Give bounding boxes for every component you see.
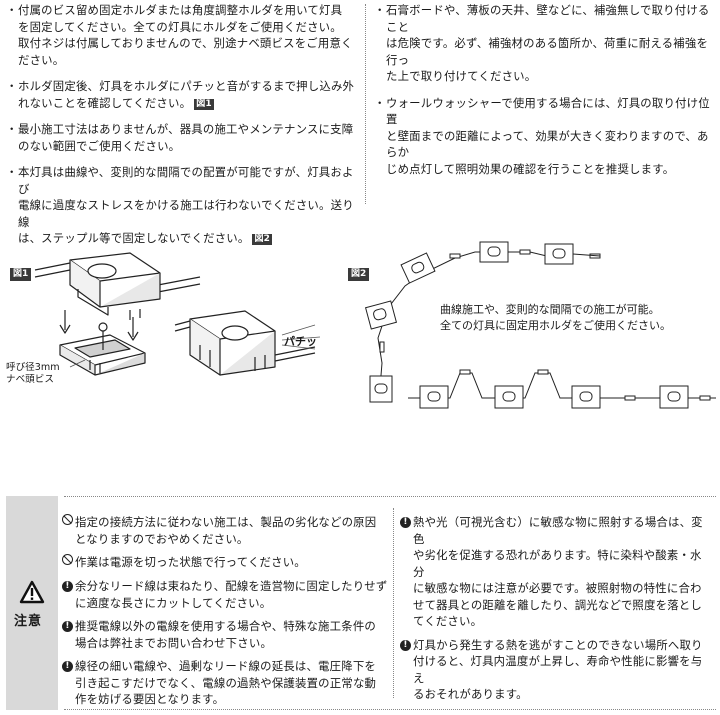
caution-text: 灯具から発生する熱を逃がすことのできない場所へ取り 付けると、灯具内温度が上昇し…: [413, 637, 703, 702]
mandatory-icon: !: [62, 658, 75, 708]
bullet-holder-fixing: ・ 付属のビス留め固定ホルダまたは角度調整ホルダを用いて灯具 を固定してください…: [6, 2, 356, 68]
bullet-marker: ・: [6, 122, 18, 136]
figure-ref-tag: 図1: [194, 98, 214, 110]
mandatory-icon: !: [62, 618, 75, 651]
caution-section: 注意: [6, 496, 716, 710]
bullet-text: 石膏ボードや、薄板の天井、壁などに、補強無しで取り付けること は危険です。必ず、…: [386, 3, 710, 83]
mandatory-icon: !: [400, 514, 413, 630]
caution-item: ! 余分なリード線は束ねたり、配線を造営物に固定したりせず に適度な長さにカット…: [62, 578, 392, 611]
caution-item: ! 推奨電線以外の電線を使用する場合や、特殊な施工条件の 場合は弊社までお問い合…: [62, 618, 392, 651]
caution-item: ! 熱や光（可視光含む）に敏感な物に照射する場合は、変色 や劣化を促進する恐れが…: [400, 514, 712, 630]
bullet-marker: ・: [374, 3, 386, 17]
figure-ref-tag: 図2: [252, 234, 273, 245]
figure2-label: 図2: [348, 268, 370, 281]
bullet-marker: ・: [6, 165, 18, 179]
caution-item: ! 灯具から発生する熱を逃がすことのできない場所へ取り 付けると、灯具内温度が上…: [400, 637, 712, 703]
mandatory-icon: !: [62, 578, 75, 611]
bullet-text-wrap: ホルダ固定後、灯具をホルダにパチッと音がするまで押し込み外 れないことを確認して…: [18, 78, 356, 111]
bullet-marker: ・: [6, 79, 18, 93]
bullet-curve-install: ・ 本灯具は曲線や、変則的な間隔での配置が可能ですが、灯具および 電線に過度なス…: [6, 164, 356, 247]
bullet-marker: ・: [6, 3, 18, 17]
bullet-wall-washer: ・ ウォールウォッシャーで使用する場合には、灯具の取り付け位置 と壁面までの距離…: [374, 95, 716, 178]
caution-text: 指定の接続方法に従わない施工は、製品の劣化などの原因 となりますのでおやめくださ…: [75, 515, 377, 546]
caution-item: 作業は電源を切った状態で行ってください。: [62, 554, 392, 571]
warning-triangle-icon: [19, 580, 45, 604]
caution-text: 余分なリード線は束ねたり、配線を造営物に固定したりせず に適度な長さにカットして…: [75, 579, 388, 610]
prohibit-icon: [62, 514, 75, 547]
caution-left-column: 指定の接続方法に従わない施工は、製品の劣化などの原因 となりますのでおやめくださ…: [62, 514, 392, 715]
mandatory-icon: !: [400, 637, 413, 703]
bullet-press-fit: ・ ホルダ固定後、灯具をホルダにパチッと音がするまで押し込み外 れないことを確認…: [6, 78, 356, 111]
figure1-screw-note: 呼び径3mm ナベ頭ビス: [6, 362, 60, 385]
caution-text: 線径の細い電線や、過剰なリード線の延長は、電圧降下を 引き起こすだけでなく、電線…: [75, 659, 377, 706]
caution-text: 作業は電源を切った状態で行ってください。: [75, 555, 306, 569]
caution-item: 指定の接続方法に従わない施工は、製品の劣化などの原因 となりますのでおやめくださ…: [62, 514, 392, 547]
caution-top-rule: [64, 496, 716, 497]
figure1-illustration: [34, 252, 321, 376]
caution-sidebar: 注意: [6, 496, 58, 710]
bullet-min-dimension: ・ 最小施工寸法はありませんが、器具の施工やメンテナンスに支障 のない範囲でご使…: [6, 121, 356, 154]
prohibit-icon: [62, 554, 75, 571]
caution-column-divider: [393, 508, 394, 698]
installation-notes-left: ・ 付属のビス留め固定ホルダまたは角度調整ホルダを用いて灯具 を固定してください…: [6, 2, 356, 257]
figure1-sound-text: パチッ: [284, 335, 317, 348]
bullet-reinforcement: ・ 石膏ボードや、薄板の天井、壁などに、補強無しで取り付けること は危険です。必…: [374, 2, 716, 85]
figure2-illustration: [364, 241, 716, 409]
installation-notes-right: ・ 石膏ボードや、薄板の天井、壁などに、補強無しで取り付けること は危険です。必…: [374, 2, 716, 187]
bullet-text: ホルダ固定後、灯具をホルダにパチッと音がするまで押し込み外 れないことを確認して…: [18, 79, 355, 110]
bullet-text: 付属のビス留め固定ホルダまたは角度調整ホルダを用いて灯具 を固定してください。全…: [18, 3, 353, 67]
figure2-caption: 曲線施工や、変則的な間隔での施工が可能。 全ての灯具に固定用ホルダをご使用くださ…: [440, 303, 671, 332]
caution-item: ! 線径の細い電線や、過剰なリード線の延長は、電圧降下を 引き起こすだけでなく、…: [62, 658, 392, 708]
figure1-label: 図1: [10, 268, 32, 281]
bullet-text: 本灯具は曲線や、変則的な間隔での配置が可能ですが、灯具および 電線に過度なストレ…: [18, 165, 354, 245]
caution-text: 熱や光（可視光含む）に敏感な物に照射する場合は、変色 や劣化を促進する恐れがあり…: [413, 515, 703, 628]
column-divider: [365, 4, 366, 204]
caution-bottom-rule: [64, 709, 716, 710]
bullet-text-wrap: 本灯具は曲線や、変則的な間隔での配置が可能ですが、灯具および 電線に過度なストレ…: [18, 164, 356, 247]
bullet-text: 最小施工寸法はありませんが、器具の施工やメンテナンスに支障 のない範囲でご使用く…: [18, 122, 354, 153]
caution-right-column: ! 熱や光（可視光含む）に敏感な物に照射する場合は、変色 や劣化を促進する恐れが…: [400, 514, 712, 710]
caution-label: 注意: [14, 614, 43, 629]
bullet-marker: ・: [374, 95, 386, 110]
bullet-text: ウォールウォッシャーで使用する場合には、灯具の取り付け位置 と壁面までの距離によ…: [386, 95, 710, 176]
caution-text: 推奨電線以外の電線を使用する場合や、特殊な施工条件の 場合は弊社までお問い合わせ…: [75, 619, 377, 650]
